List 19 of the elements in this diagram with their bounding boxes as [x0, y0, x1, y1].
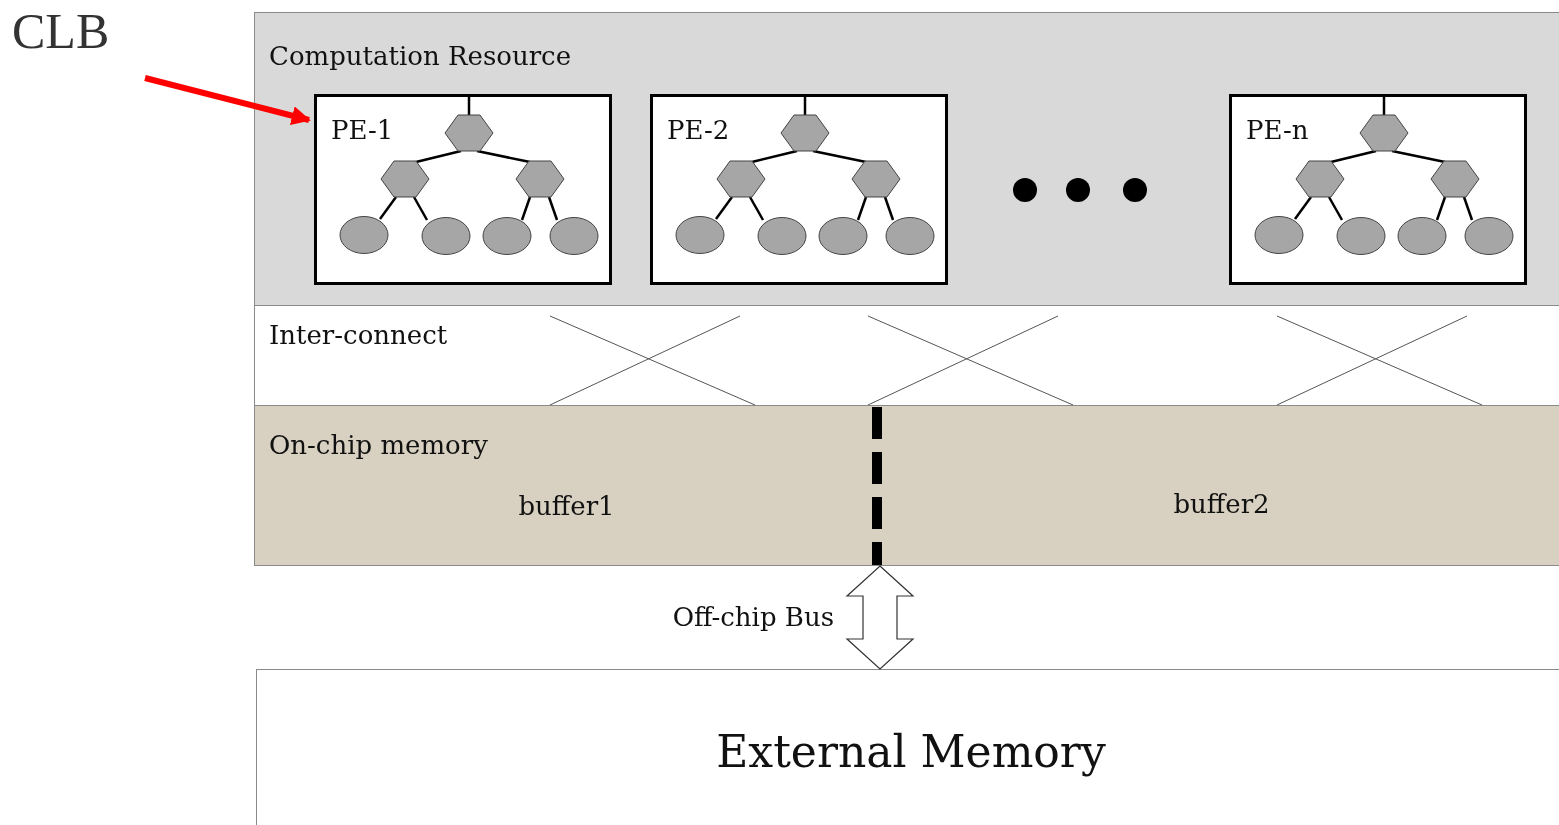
layer-band: [254, 12, 1559, 306]
layer-title: On-chip memory: [269, 430, 488, 460]
pe-box: [650, 94, 948, 285]
pe-label: PE-1: [331, 115, 394, 145]
edge-label: Off-chip Bus: [672, 602, 834, 632]
buffer-label: buffer1: [517, 491, 616, 521]
buffer-label: buffer2: [1172, 489, 1271, 519]
layer-band: [256, 669, 1559, 825]
callout-label: CLB: [12, 2, 110, 60]
layer-title: Inter-connect: [269, 320, 448, 350]
layer-band: [254, 405, 1559, 566]
pe-box: [314, 94, 612, 285]
layer-title: External Memory: [715, 726, 1107, 777]
arrow: [144, 75, 311, 125]
pe-label: PE-n: [1246, 115, 1309, 145]
layer-title: Computation Resource: [269, 41, 572, 71]
bus-arrow: [845, 565, 915, 670]
pe-box: [1229, 94, 1527, 285]
pe-label: PE-2: [667, 115, 730, 145]
